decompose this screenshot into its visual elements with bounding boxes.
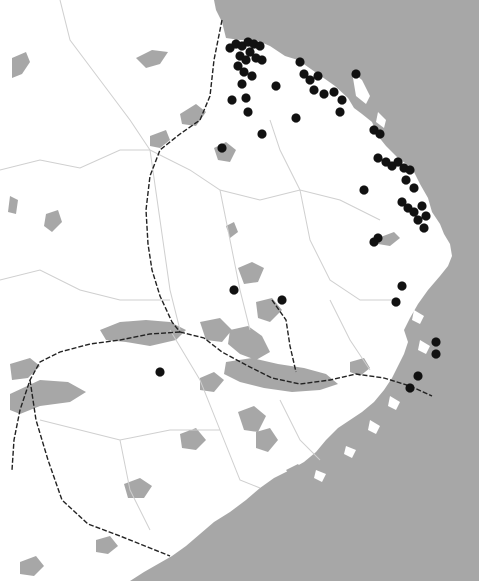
observation-dot [291, 113, 301, 123]
observation-dot [409, 183, 419, 193]
observation-dot [421, 211, 431, 221]
observation-dot [255, 41, 265, 51]
observation-dot [241, 93, 251, 103]
observation-dot [247, 71, 257, 81]
observation-dot [375, 129, 385, 139]
observation-dot [241, 55, 251, 65]
observation-dot [405, 383, 415, 393]
observation-dot [393, 157, 403, 167]
observation-dot [431, 337, 441, 347]
observation-dot [337, 95, 347, 105]
observation-dot [233, 61, 243, 71]
observation-dot [245, 47, 255, 57]
observation-dot [431, 349, 441, 359]
observation-markers [155, 37, 441, 393]
observation-dot [413, 215, 423, 225]
observation-dot [313, 71, 323, 81]
mainland [0, 0, 452, 581]
observation-dot [369, 237, 379, 247]
observation-dot [397, 197, 407, 207]
observation-dot [239, 67, 249, 77]
observation-dot [409, 207, 419, 217]
observation-dot [401, 175, 411, 185]
observation-dot [397, 281, 407, 291]
observation-dot [299, 69, 309, 79]
observation-dot [309, 85, 319, 95]
observation-dot [217, 143, 227, 153]
observation-dot [305, 75, 315, 85]
observation-dot [237, 79, 247, 89]
observation-dot [319, 89, 329, 99]
observation-dot [351, 69, 361, 79]
observation-dot [227, 95, 237, 105]
observation-dot [155, 367, 165, 377]
observation-dot [335, 107, 345, 117]
observation-dot [373, 153, 383, 163]
observation-dot [271, 81, 281, 91]
observation-dot [359, 185, 369, 195]
lakes [8, 50, 400, 576]
observation-dot [405, 165, 415, 175]
observation-dot [243, 107, 253, 117]
observation-dot [229, 285, 239, 295]
observation-dot [419, 223, 429, 233]
observation-dot [295, 57, 305, 67]
observation-dot [329, 87, 339, 97]
observation-dot [257, 129, 267, 139]
boundaries [0, 0, 400, 531]
roads [11, 19, 433, 557]
observation-dot [257, 55, 267, 65]
observation-dot [413, 371, 423, 381]
observation-dot [417, 201, 427, 211]
archipelago [314, 72, 446, 482]
observation-dot [391, 297, 401, 307]
observation-dot [277, 295, 287, 305]
